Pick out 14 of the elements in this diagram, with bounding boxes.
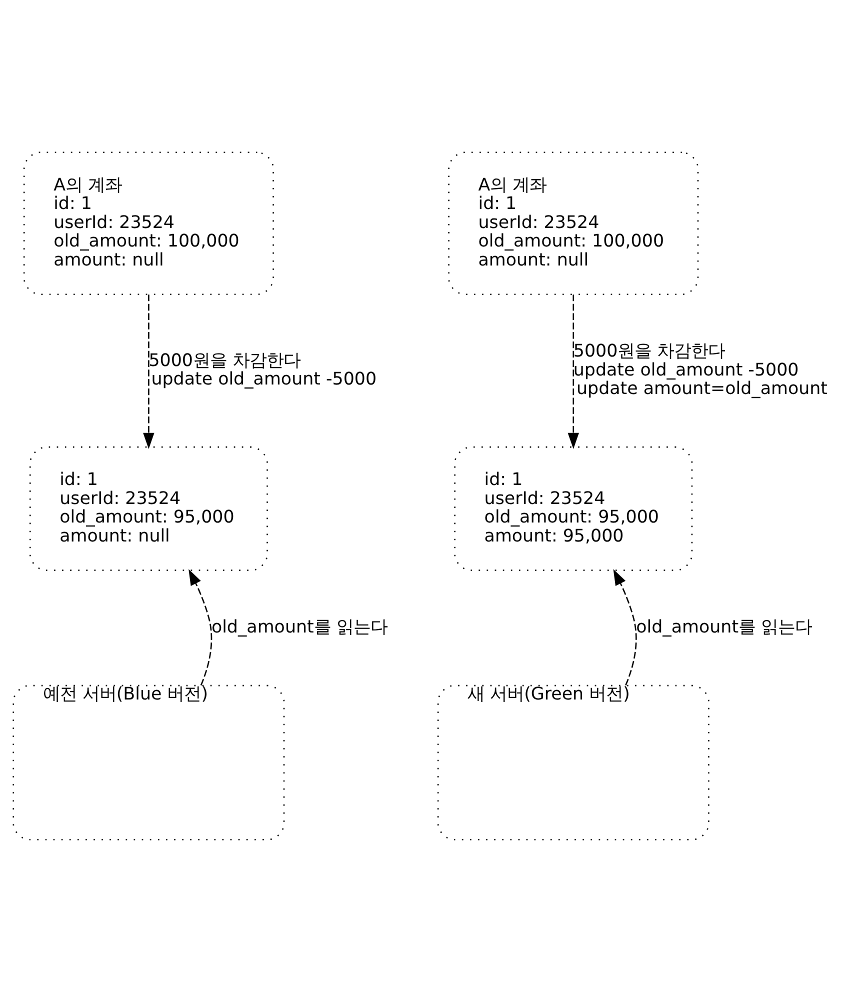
- edge-label: old_amount를 읽는다: [211, 618, 388, 638]
- node-box: A의 계좌 id: 1 userId: 23524 old_amount: 100,000 amount: null: [448, 152, 699, 296]
- node-box: A의 계좌 id: 1 userId: 23524 old_amount: 100,000 amount: null: [23, 152, 274, 296]
- node-box: 예전 서버(Blue 버전): [12, 684, 285, 840]
- arrow: [613, 569, 637, 686]
- arrow: [188, 569, 212, 686]
- node-box: id: 1 userId: 23524 old_amount: 95,000 amount: null: [29, 446, 268, 572]
- edge-label: old_amount를 읽는다: [636, 618, 812, 638]
- arrow: [143, 294, 154, 449]
- node-box: id: 1 userId: 23524 old_amount: 95,000 amount: 95,000: [454, 446, 693, 572]
- edge-label: 5000원을 차감한다 update old_amount -5000 update amount=old_amount: [573, 342, 828, 400]
- node-box: 새 서버(Green 버전): [437, 684, 710, 840]
- edge-label: 5000원을 차감한다 update old_amount -5000: [148, 350, 377, 390]
- arrow: [568, 294, 580, 449]
